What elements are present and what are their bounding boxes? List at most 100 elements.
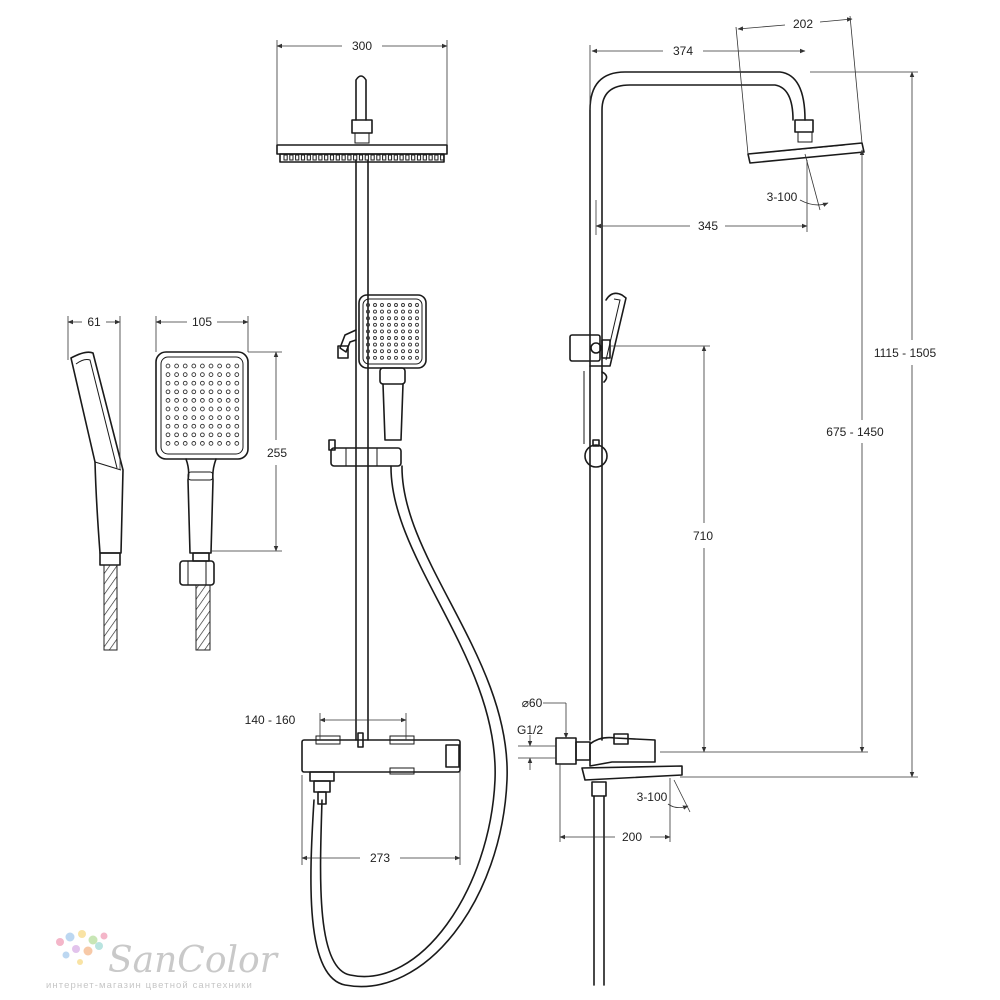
nozzle: [165, 363, 171, 369]
rain-nozzle: [382, 154, 387, 161]
logo-dot: [100, 932, 108, 940]
nozzle: [366, 349, 370, 354]
sancolor-logo: SanColor интернет-магазин цветной сантех…: [46, 930, 279, 991]
nozzle: [394, 342, 398, 347]
dim-total-height: 1115 - 1505: [874, 346, 937, 360]
nozzle: [182, 389, 188, 395]
handshower-side-view: [70, 351, 124, 651]
rain-nozzle: [370, 154, 375, 161]
nozzle: [217, 389, 222, 395]
nozzle: [234, 389, 240, 395]
logo-dot: [56, 938, 64, 946]
rain-nozzle: [405, 154, 410, 161]
nozzle: [415, 329, 419, 334]
nozzle: [208, 441, 214, 446]
nozzle: [408, 316, 412, 321]
nozzle: [182, 415, 188, 420]
rain-nozzle: [341, 154, 346, 161]
nozzle: [366, 309, 370, 314]
nozzle: [387, 349, 391, 354]
nozzle: [165, 432, 171, 438]
nozzle: [387, 336, 391, 340]
rain-nozzle: [335, 154, 340, 161]
nozzle: [217, 363, 222, 369]
nozzle: [182, 423, 188, 429]
nozzle: [415, 342, 419, 347]
nozzle: [165, 389, 171, 395]
nozzle: [415, 355, 419, 360]
logo-dot: [95, 942, 103, 950]
nozzle: [401, 329, 405, 334]
dim-300: 300: [352, 39, 372, 53]
rain-nozzle: [329, 154, 335, 161]
nozzle: [401, 309, 405, 314]
rain-nozzle: [306, 154, 311, 161]
nozzle: [234, 423, 240, 429]
nozzle: [191, 441, 197, 446]
nozzle: [408, 322, 412, 327]
nozzle: [217, 380, 222, 386]
nozzle: [415, 336, 419, 340]
nozzle: [191, 415, 197, 420]
nozzle: [394, 329, 398, 334]
nozzle: [191, 432, 197, 438]
nozzle: [200, 380, 205, 386]
nozzle: [165, 441, 171, 446]
nozzle: [165, 398, 171, 403]
dim-140-160: 140 - 160: [245, 713, 296, 727]
nozzle: [182, 441, 188, 446]
nozzle: [208, 398, 214, 403]
handshower-nozzle-grid: [165, 363, 240, 446]
logo-dot: [62, 951, 70, 959]
nozzle: [234, 380, 240, 386]
nozzle: [225, 372, 231, 377]
nozzle: [174, 432, 179, 438]
rain-nozzle: [300, 154, 306, 161]
nozzle: [225, 363, 231, 369]
nozzle: [217, 372, 222, 377]
rain-nozzle: [353, 154, 358, 161]
nozzle: [208, 415, 214, 420]
nozzle: [387, 322, 391, 327]
logo-name: SanColor: [108, 940, 279, 981]
nozzle: [373, 322, 377, 327]
nozzle: [380, 342, 384, 347]
nozzle: [165, 406, 171, 412]
nozzle: [165, 415, 171, 420]
rain-head-nozzles: [283, 154, 445, 161]
nozzle: [373, 316, 377, 321]
dimension-labels: 300 374 202 3-100 345 1115 - 1505 675 - …: [87, 17, 936, 865]
nozzle: [234, 415, 240, 420]
rain-nozzle: [376, 154, 381, 161]
dim-head-tilt: 3-100: [767, 190, 798, 204]
nozzle: [208, 363, 214, 369]
dim-710: 710: [693, 529, 713, 543]
nozzle: [234, 398, 240, 403]
rain-nozzle: [428, 154, 433, 161]
nozzle: [366, 322, 370, 327]
nozzle: [165, 380, 171, 386]
nozzle: [380, 336, 384, 340]
nozzle: [182, 363, 188, 369]
nozzle: [373, 303, 377, 307]
nozzle: [366, 329, 370, 334]
nozzle: [234, 406, 240, 412]
nozzle: [191, 372, 197, 377]
nozzle: [208, 380, 214, 386]
nozzle: [387, 309, 391, 314]
nozzle: [394, 322, 398, 327]
nozzle: [208, 432, 214, 438]
rain-nozzle: [422, 154, 427, 161]
nozzle: [225, 380, 231, 386]
nozzle: [366, 355, 370, 360]
front-handshower-nozzles: [366, 303, 419, 360]
nozzle: [380, 322, 384, 327]
nozzle: [401, 355, 405, 360]
nozzle: [387, 342, 391, 347]
nozzle: [401, 316, 405, 321]
nozzle: [191, 389, 197, 395]
logo-color-dots: [56, 930, 108, 965]
nozzle: [200, 432, 205, 438]
nozzle: [373, 342, 377, 347]
nozzle: [387, 316, 391, 321]
